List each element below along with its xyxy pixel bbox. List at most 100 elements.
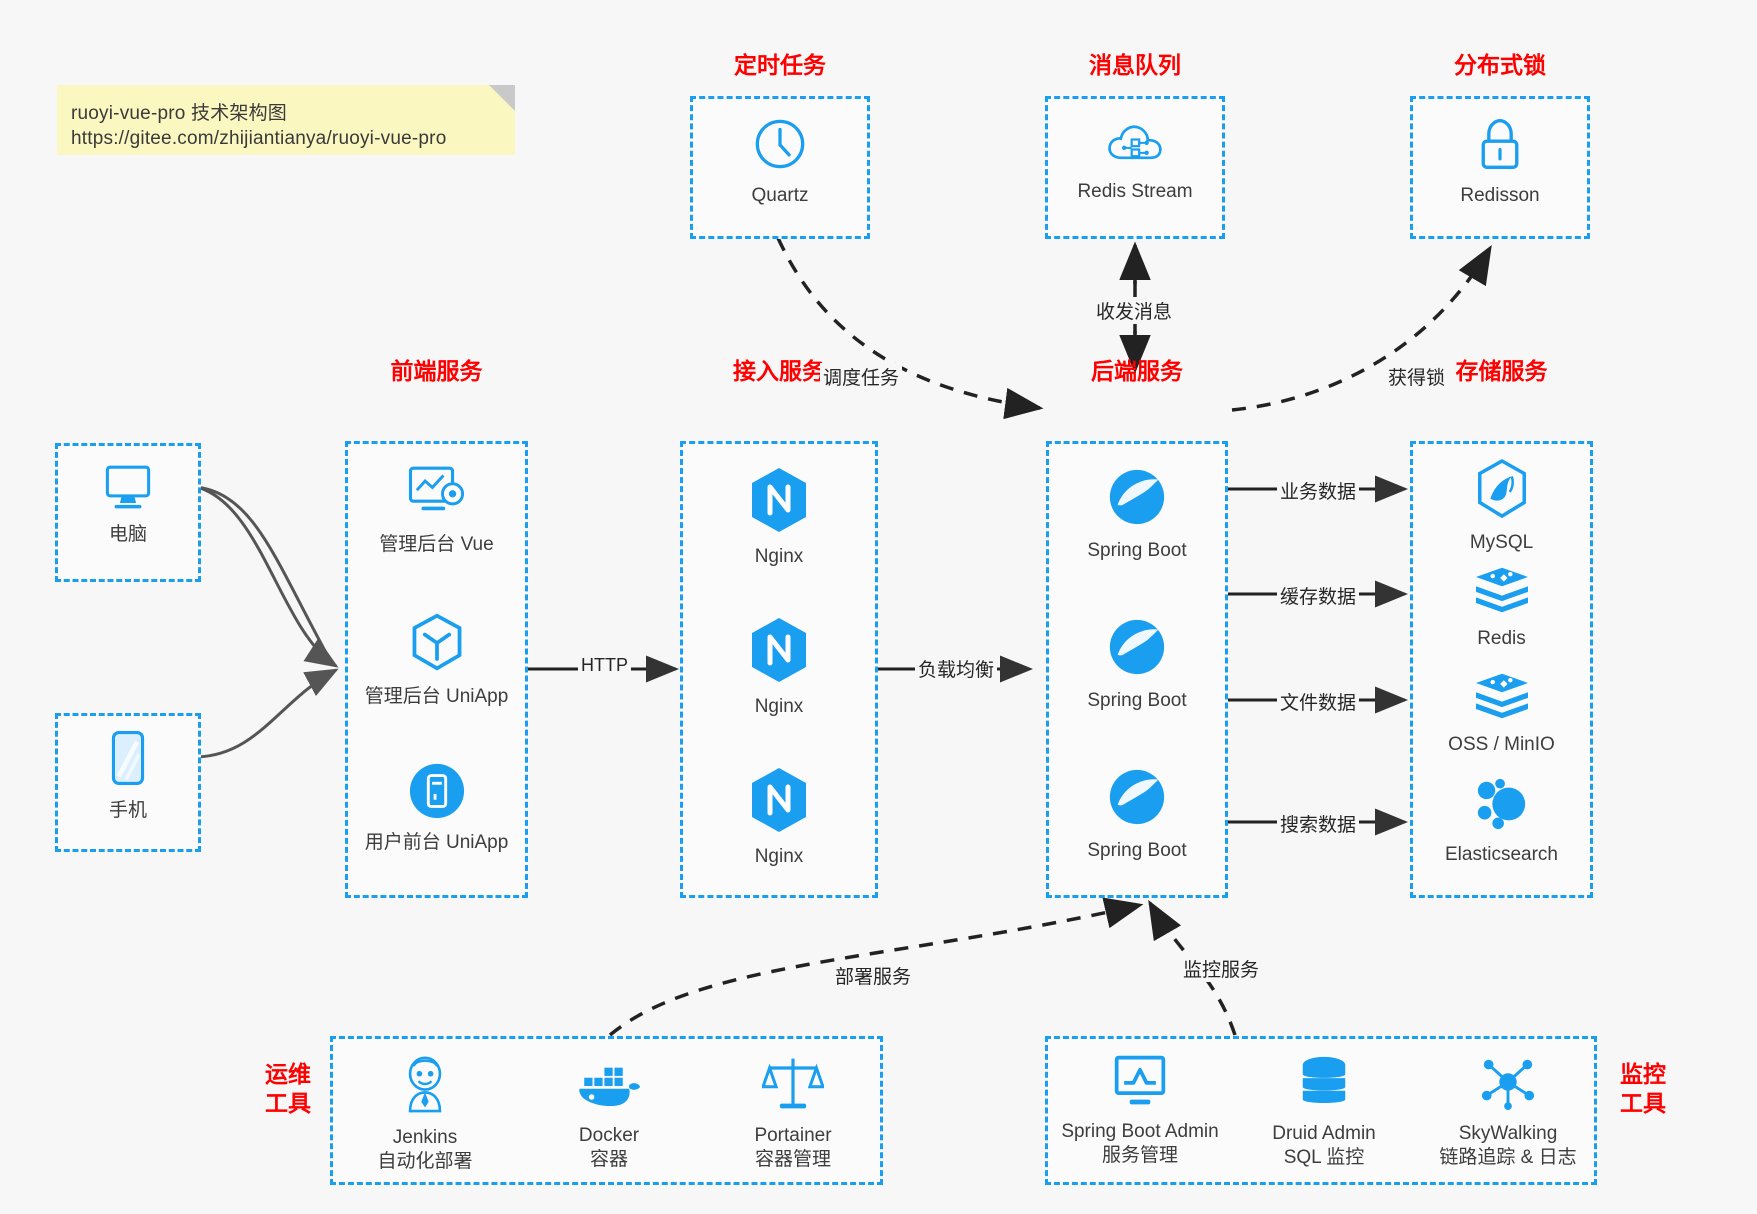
group-box-devops: Jenkins 自动化部署 Docker 容器 <box>330 1036 883 1185</box>
group-box-frontend: 管理后台 Vue 管理后台 UniApp 用户前台 UniApp <box>345 441 528 898</box>
cube-icon <box>348 612 525 679</box>
node-user-uniapp[interactable]: 用户前台 UniApp <box>348 762 525 855</box>
title-note: ruoyi-vue-pro 技术架构图 https://gitee.com/zh… <box>57 85 515 155</box>
group-box-monitor: Spring Boot Admin 服务管理 Druid Admin SQL 监… <box>1045 1036 1597 1185</box>
devops-title-line-2: 工具 <box>265 1089 311 1116</box>
node-nginx-3[interactable]: Nginx <box>683 766 875 869</box>
node-label: Redis Stream <box>1077 181 1193 202</box>
node-label: OSS / MinIO <box>1448 734 1555 755</box>
node-elasticsearch[interactable]: Elasticsearch <box>1413 776 1590 867</box>
node-quartz[interactable]: Quartz <box>693 115 867 208</box>
node-portainer[interactable]: Portainer 容器管理 <box>701 1053 885 1172</box>
group-title-devops: 运维 工具 <box>258 1060 318 1118</box>
edge-label-schedule-task: 调度任务 <box>820 363 903 390</box>
nginx-icon <box>683 766 875 839</box>
node-label: Spring Boot <box>1087 690 1187 711</box>
jenkins-icon <box>333 1053 517 1120</box>
edge-label-file-data: 文件数据 <box>1277 688 1360 715</box>
minio-icon <box>1413 670 1590 727</box>
node-spring-boot-1[interactable]: Spring Boot <box>1049 466 1225 563</box>
node-label: Docker <box>578 1125 640 1146</box>
portainer-icon <box>701 1053 885 1118</box>
node-label: Jenkins <box>392 1127 458 1148</box>
node-sublabel: 服务管理 <box>1101 1144 1178 1166</box>
node-label: Druid Admin <box>1272 1123 1376 1144</box>
group-title-gateway: 接入服务 <box>733 358 825 384</box>
note-line-2: https://gitee.com/zhijiantianya/ruoyi-vu… <box>71 128 447 149</box>
group-box-storage: MySQL Redis <box>1410 441 1593 898</box>
node-sublabel: SQL 监控 <box>1283 1146 1365 1168</box>
edge-label-load-balance: 负载均衡 <box>915 655 998 682</box>
node-label: Spring Boot Admin <box>1061 1121 1219 1142</box>
edge-label-monitor-service: 监控服务 <box>1180 955 1263 982</box>
group-box-mq: Redis Stream <box>1045 96 1225 239</box>
clock-icon <box>693 115 867 178</box>
node-redis[interactable]: Redis <box>1413 564 1590 651</box>
edge-label-cache-data: 缓存数据 <box>1277 582 1360 609</box>
node-admin-uniapp[interactable]: 管理后台 UniApp <box>348 612 525 709</box>
edge-label-send-receive-message: 收发消息 <box>1093 297 1176 324</box>
cloud-stream-icon <box>1048 115 1222 174</box>
node-label: SkyWalking <box>1458 1123 1558 1144</box>
group-title-frontend: 前端服务 <box>390 358 483 384</box>
node-admin-vue[interactable]: 管理后台 Vue <box>348 462 525 557</box>
group-title-storage: 存储服务 <box>1455 358 1548 384</box>
monitor-chart-icon <box>1048 1053 1232 1114</box>
group-box-client-mobile: 手机 <box>55 713 201 852</box>
group-title-backend: 后端服务 <box>1091 358 1183 384</box>
node-jenkins[interactable]: Jenkins 自动化部署 <box>333 1053 517 1174</box>
node-skywalking[interactable]: SkyWalking 链路追踪 & 日志 <box>1416 1053 1600 1170</box>
node-label: Portainer <box>754 1125 832 1146</box>
node-label: Nginx <box>754 846 804 867</box>
edge-label-acquire-lock: 获得锁 <box>1385 363 1449 390</box>
nginx-icon <box>683 616 875 689</box>
node-nginx-1[interactable]: Nginx <box>683 466 875 569</box>
monitor-title-line-2: 工具 <box>1620 1089 1666 1116</box>
redis-icon <box>1413 564 1590 621</box>
node-label: 用户前台 UniApp <box>364 832 509 853</box>
node-redis-stream[interactable]: Redis Stream <box>1048 115 1222 204</box>
node-label: Spring Boot <box>1087 540 1187 561</box>
node-docker[interactable]: Docker 容器 <box>517 1059 701 1172</box>
node-nginx-2[interactable]: Nginx <box>683 616 875 719</box>
node-druid-admin[interactable]: Druid Admin SQL 监控 <box>1232 1055 1416 1170</box>
note-fold-corner <box>489 85 515 111</box>
edge-label-deploy-service: 部署服务 <box>832 962 915 989</box>
group-box-client-desktop: 电脑 <box>55 443 201 582</box>
lock-icon <box>1413 115 1587 178</box>
node-mobile[interactable]: 手机 <box>58 728 198 823</box>
node-sublabel: 自动化部署 <box>377 1150 473 1172</box>
node-label: Nginx <box>754 696 804 717</box>
node-label: Redisson <box>1460 185 1540 206</box>
spring-boot-icon <box>1049 766 1225 833</box>
docker-icon <box>517 1059 701 1118</box>
dashboard-gear-icon <box>348 462 525 527</box>
skywalking-icon <box>1416 1053 1600 1116</box>
group-title-scheduler: 定时任务 <box>734 52 826 78</box>
node-spring-boot-2[interactable]: Spring Boot <box>1049 616 1225 713</box>
node-oss-minio[interactable]: OSS / MinIO <box>1413 670 1590 757</box>
note-line-1: ruoyi-vue-pro 技术架构图 <box>71 103 288 124</box>
database-icon <box>1232 1055 1416 1116</box>
node-label: Quartz <box>751 185 809 206</box>
spring-boot-icon <box>1049 616 1225 683</box>
node-label: 管理后台 Vue <box>379 534 494 555</box>
edge-label-search-data: 搜索数据 <box>1277 810 1360 837</box>
node-spring-boot-3[interactable]: Spring Boot <box>1049 766 1225 863</box>
desktop-icon <box>58 460 198 517</box>
node-spring-boot-admin[interactable]: Spring Boot Admin 服务管理 <box>1048 1053 1232 1168</box>
group-title-monitor: 监控 工具 <box>1613 1060 1673 1118</box>
elasticsearch-icon <box>1413 776 1590 837</box>
mobile-icon <box>58 728 198 793</box>
spring-boot-icon <box>1049 466 1225 533</box>
app-circle-icon <box>348 762 525 825</box>
nginx-icon <box>683 466 875 539</box>
node-desktop[interactable]: 电脑 <box>58 460 198 547</box>
node-label: Redis <box>1477 628 1526 649</box>
node-label: Elasticsearch <box>1445 844 1558 865</box>
node-sublabel: 容器管理 <box>754 1148 831 1170</box>
node-redisson[interactable]: Redisson <box>1413 115 1587 208</box>
node-mysql[interactable]: MySQL <box>1413 458 1590 555</box>
group-box-lock: Redisson <box>1410 96 1590 239</box>
